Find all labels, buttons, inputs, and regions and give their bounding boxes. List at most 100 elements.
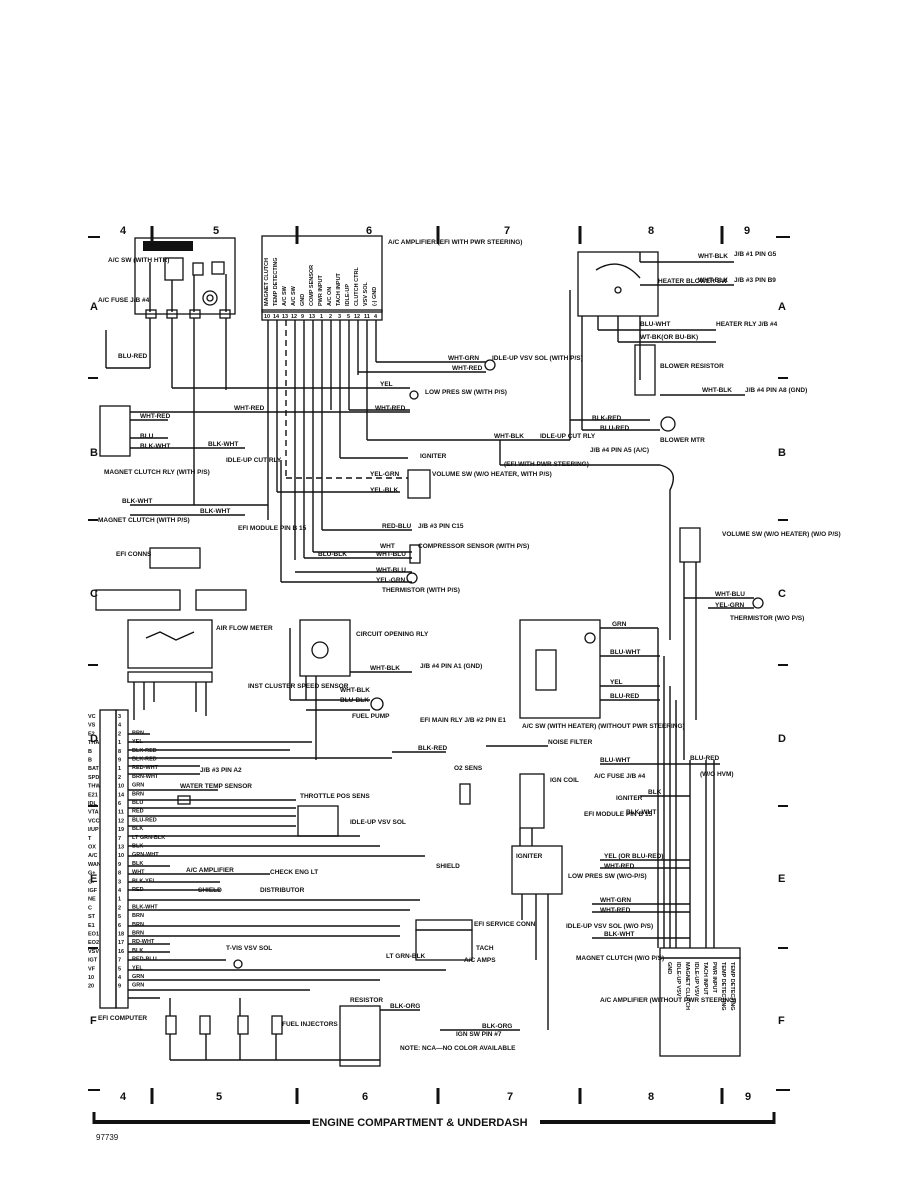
ecu-pin-number: 5 <box>118 914 121 920</box>
ecu-wires <box>128 733 446 999</box>
t-vis-label: T-VIS VSV SOL <box>226 945 272 952</box>
ecu-pin-name: EO1 <box>88 932 99 938</box>
wires-top <box>105 318 660 583</box>
svg-text:YEL: YEL <box>380 381 393 388</box>
ecu-pin-name: 10 <box>88 975 94 981</box>
ecu-wire-color: RD-WHT <box>132 939 155 945</box>
compressor-sensor-icon <box>409 544 421 564</box>
row-e-right: E <box>778 873 785 885</box>
ecu-pin-number: 4 <box>118 975 122 981</box>
magnet-clutch-rly-label: MAGNET CLUTCH RLY (WITH P/S) <box>104 469 210 476</box>
efi-main-rly-label: EFI MAIN RLY J/B #2 PIN E1 <box>420 717 506 724</box>
row-a-left: A <box>90 301 98 313</box>
ecu-pin-name: VS <box>88 723 96 729</box>
ecu-wire-color: GRN <box>132 983 144 989</box>
ecu-pin-number: 3 <box>118 879 121 885</box>
footer-bar <box>92 1112 776 1124</box>
svg-text:BLU-BLK: BLU-BLK <box>318 551 347 558</box>
ecu-pin-name: C <box>88 905 92 911</box>
svg-text:BLK-WHT: BLK-WHT <box>604 931 634 938</box>
circuit-opening-rly <box>299 619 351 677</box>
svg-text:WHT: WHT <box>380 543 395 550</box>
ecu-pin-number: 1 <box>118 740 121 746</box>
fuel-injectors <box>165 998 380 1061</box>
efi-conns-label: EFI CONNS <box>116 551 152 558</box>
svg-text:RED-BLU: RED-BLU <box>382 523 412 530</box>
magnet-clutch-rly-box <box>99 405 131 457</box>
thermistor-label: THERMISTOR (WITH P/S) <box>382 587 460 594</box>
amp-pin-6: PWR INPUT <box>318 275 324 307</box>
check-eng-lt-label: CHECK ENG LT <box>270 869 318 876</box>
efi-service-conn-label: EFI SERVICE CONN <box>474 921 536 928</box>
ecu-pin-number: 13 <box>118 845 124 851</box>
ecu-wire-color: BLU <box>132 800 143 806</box>
row-d-left: D <box>90 733 98 745</box>
svg-text:WHT-RED: WHT-RED <box>375 405 406 412</box>
ecu-pin-name: I/UP <box>88 827 99 833</box>
svg-text:1: 1 <box>320 314 323 320</box>
jb4-a5-ref: J/B #4 PIN A5 (A/C) <box>590 447 649 454</box>
svg-text:YEL-BLK: YEL-BLK <box>370 487 398 494</box>
row-c-right: C <box>778 588 786 600</box>
top-col-8: 8 <box>648 225 654 237</box>
ecu-pin-number: 2 <box>118 905 121 911</box>
ecu-pin-name: OX <box>88 845 96 851</box>
svg-text:2: 2 <box>329 314 332 320</box>
blower-motor-icon <box>660 416 676 432</box>
svg-text:WHT-BLU: WHT-BLU <box>376 551 406 558</box>
ecu-wire-color: RED-WHT <box>132 765 159 771</box>
ecu-pin-number: 16 <box>118 949 124 955</box>
ecu-pin-number: 3 <box>118 714 121 720</box>
ecu-pin-name: EO2 <box>88 940 99 946</box>
ecu-pin-number: 8 <box>118 749 121 755</box>
svg-text:BLK: BLK <box>648 789 662 796</box>
svg-text:GND: GND <box>666 962 672 974</box>
row-e-left: E <box>90 873 97 885</box>
magnet-clutch-2-label: MAGNET CLUTCH (W/O P/S) <box>576 955 664 962</box>
igniter-label: IGNITER <box>420 453 447 460</box>
ign-sw-ref: IGN SW PIN #7 <box>456 1031 502 1038</box>
jb3-ref: J/B #3 PIN B9 <box>734 277 776 284</box>
svg-text:IDLE-UP VSV: IDLE-UP VSV <box>675 962 681 997</box>
air-flow-meter <box>127 619 213 683</box>
ac-sw-with-heater <box>519 619 601 719</box>
row-f-right: F <box>778 1015 785 1027</box>
shield-ref: SHIELD <box>198 887 222 894</box>
ecu-pin-name: IGT <box>88 958 98 964</box>
ecu-wire-color: GRN-WHT <box>132 852 159 858</box>
svg-text:9: 9 <box>301 314 304 320</box>
svg-text:WT-BK(OR BU-BK): WT-BK(OR BU-BK) <box>640 334 698 341</box>
svg-text:10: 10 <box>264 314 270 320</box>
ecu-pin-name: NE <box>88 897 96 903</box>
ecu-pin-number: 2 <box>118 731 121 737</box>
amp-pin-11: VSV SOL <box>363 282 369 306</box>
noise-filter-label: NOISE FILTER <box>548 739 593 746</box>
inst-cluster-label: INST CLUSTER SPEED SENSOR <box>248 683 349 690</box>
ecu-pin-number: 7 <box>118 958 121 964</box>
row-f-left: F <box>90 1015 97 1027</box>
ecu-pin-number: 9 <box>118 862 121 868</box>
ecu-pin-name: E1 <box>88 923 95 929</box>
ecu-pin-number: 6 <box>118 801 121 807</box>
top-col-9: 9 <box>744 225 750 237</box>
ign-coil-label: IGN COIL <box>550 777 579 784</box>
ecu-pin-name: SPD <box>88 775 99 781</box>
ecu-pin-name: THA <box>88 740 99 746</box>
ecu-wire-color: BRN <box>132 913 144 919</box>
ecu-pin-number: 10 <box>118 853 124 859</box>
jb3-a2-ref: J/B #3 PIN A2 <box>200 767 242 774</box>
ecu-pin-number: 4 <box>118 888 122 894</box>
ecu-pin-name: VC <box>88 714 96 720</box>
efi-service-conn <box>415 919 473 961</box>
figure-id: 97739 <box>96 1133 119 1142</box>
svg-text:BLU-WHT: BLU-WHT <box>600 757 630 764</box>
ecu-wire-color: GRN <box>132 783 144 789</box>
throttle-pos-sens-label: THROTTLE POS SENS <box>300 793 370 800</box>
amp-pin-5: COMP SENSOR <box>309 265 315 306</box>
ecu-pin-number: 4 <box>118 723 122 729</box>
ecu-pin-number: 9 <box>118 758 121 764</box>
ecu-pin-number: 19 <box>118 827 124 833</box>
bottom-col-5: 5 <box>216 1091 222 1103</box>
ecu-wire-color: BLK-RED <box>132 748 157 754</box>
